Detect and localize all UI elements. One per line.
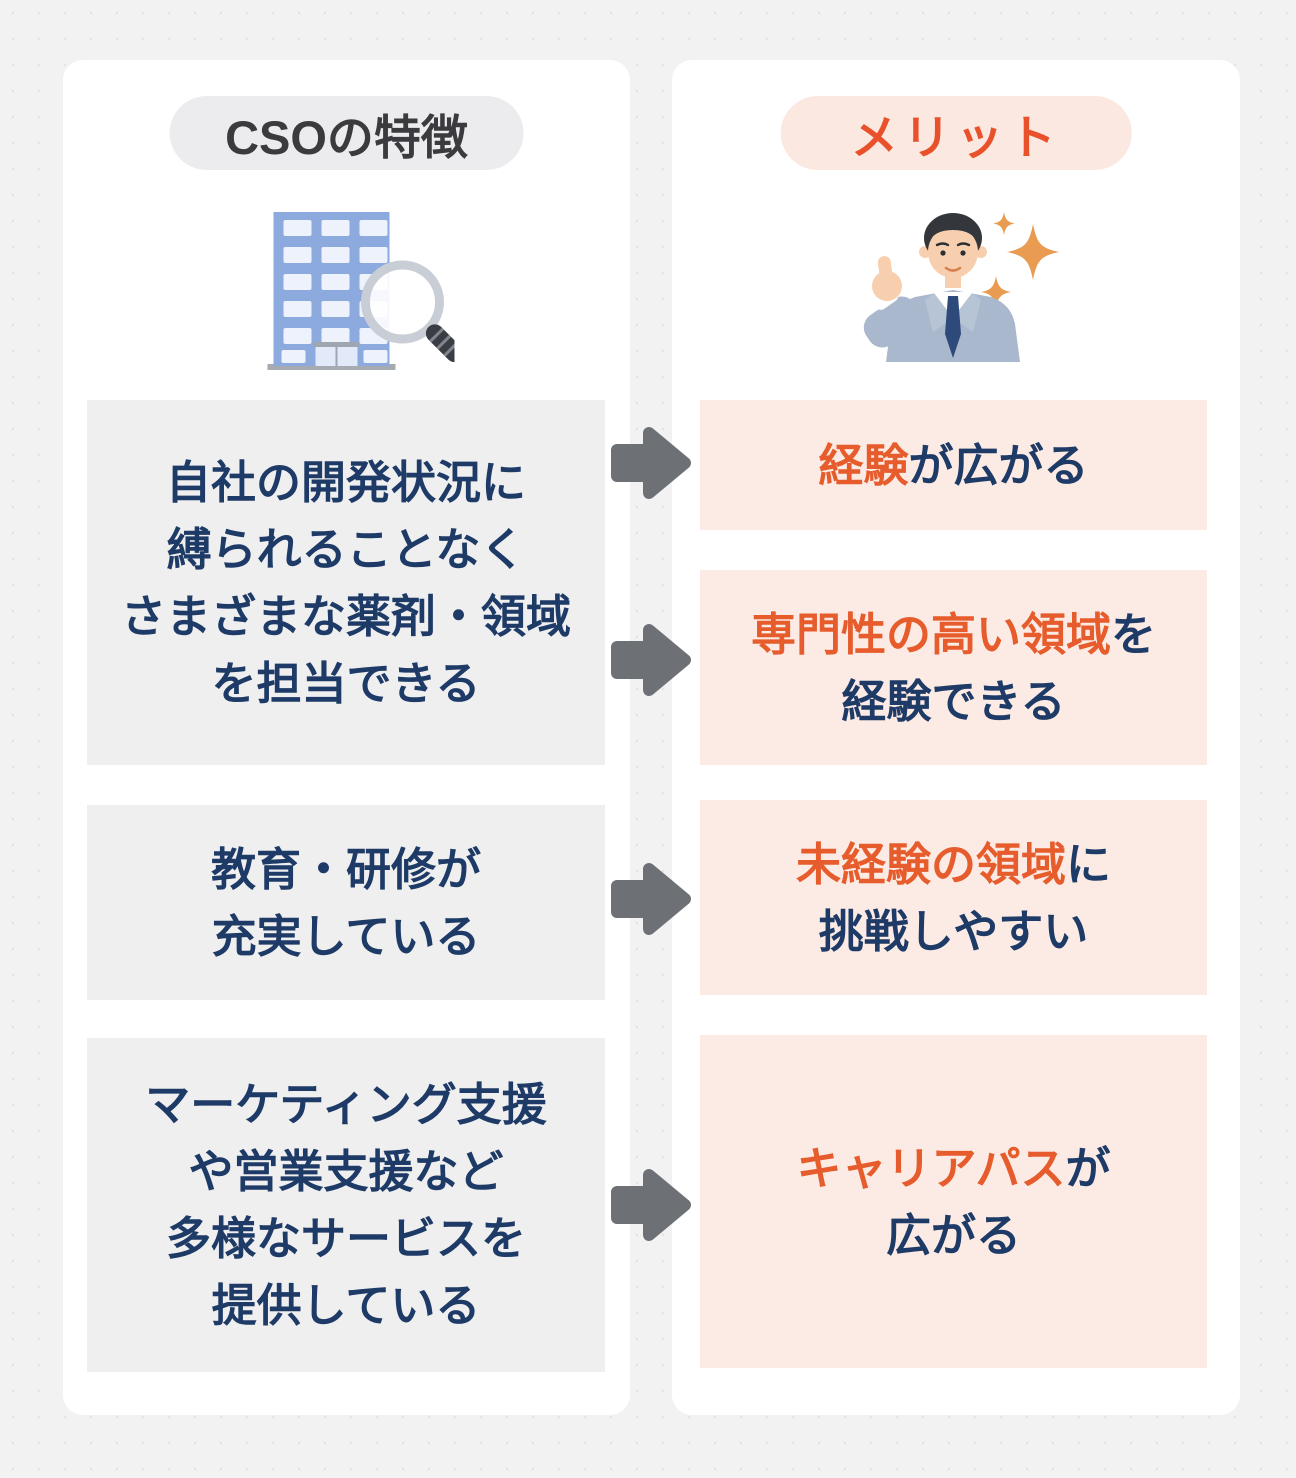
body-text: に <box>1066 838 1112 890</box>
merit-box: 未経験の領域に挑戦しやすい <box>700 800 1207 995</box>
feature-box: 教育・研修が充実している <box>87 805 605 1000</box>
right-arrow-icon <box>611 427 691 499</box>
body-text: 多様なサービスを <box>165 1213 526 1264</box>
box-text-line: 未経験の領域に <box>796 831 1111 898</box>
feature-box: 自社の開発状況に縛られることなくさまざまな薬剤・領域を担当できる <box>87 400 605 765</box>
body-text: さまざまな薬剤・領域 <box>120 590 571 642</box>
cso-features-card: CSOの特徴 <box>63 60 630 1415</box>
box-text-line: 縛られることなく <box>167 516 526 583</box>
box-text-line: 専門性の高い領域を <box>751 601 1156 668</box>
body-text: が広がる <box>908 439 1089 491</box>
body-text: を担当できる <box>211 657 481 709</box>
body-text: が <box>1065 1142 1111 1194</box>
body-text: 教育・研修が <box>210 843 481 895</box>
thumbs-up-person-icon <box>841 200 1071 373</box>
box-text-line: 自社の開発状況に <box>166 449 526 516</box>
body-text: 縛られることなく <box>166 523 526 575</box>
merit-box: 経験が広がる <box>700 400 1207 530</box>
body-text: マーケティング支援 <box>145 1079 547 1130</box>
box-text-line: さまざまな薬剤・領域 <box>121 583 571 650</box>
building-magnifier-icon <box>239 206 464 383</box>
body-text: 広がる <box>885 1209 1021 1261</box>
body-text: 自社の開発状況に <box>165 456 526 508</box>
body-text: 挑戦しやすい <box>818 905 1089 957</box>
box-text-line: 提供している <box>212 1272 481 1339</box>
right-arrow-icon <box>611 624 691 696</box>
box-text-line: を担当できる <box>211 650 480 717</box>
box-text-line: 充実している <box>212 903 481 970</box>
body-text: 充実している <box>211 910 481 962</box>
merits-header: メリット <box>780 96 1132 170</box>
body-text: 提供している <box>211 1280 481 1331</box>
highlighted-text: 専門性の高い領域 <box>750 608 1111 660</box>
box-text-line: 広がる <box>886 1202 1021 1269</box>
box-text-line: マーケティング支援 <box>145 1071 546 1138</box>
merit-box: キャリアパスが広がる <box>700 1035 1207 1368</box>
body-text: 経験できる <box>841 675 1066 727</box>
merits-card: メリット <box>672 60 1240 1415</box>
cso-features-header: CSOの特徴 <box>169 96 524 170</box>
highlighted-text: 未経験の領域 <box>795 838 1066 890</box>
merit-box: 専門性の高い領域を経験できる <box>700 570 1207 765</box>
merits-header-label: メリット <box>850 110 1062 164</box>
box-text-line: 挑戦しやすい <box>819 898 1089 965</box>
box-text-line: 多様なサービスを <box>166 1205 526 1272</box>
right-arrow-icon <box>611 1169 691 1241</box>
right-arrow-icon <box>611 863 691 935</box>
box-text-line: キャリアパスが <box>796 1135 1110 1202</box>
box-text-line: 経験できる <box>841 668 1065 735</box>
box-text-line: や営業支援など <box>188 1138 503 1205</box>
box-text-line: 教育・研修が <box>211 836 481 903</box>
body-text: を <box>1111 608 1157 660</box>
sparkle-icon <box>981 212 1059 308</box>
body-text: や営業支援など <box>188 1146 504 1197</box>
highlighted-text: キャリアパス <box>796 1142 1066 1194</box>
highlighted-text: 経験 <box>818 439 909 491</box>
cso-features-header-label: CSOの特徴 <box>225 110 468 164</box>
box-text-line: 経験が広がる <box>818 432 1088 499</box>
feature-box: マーケティング支援や営業支援など多様なサービスを提供している <box>87 1038 605 1372</box>
